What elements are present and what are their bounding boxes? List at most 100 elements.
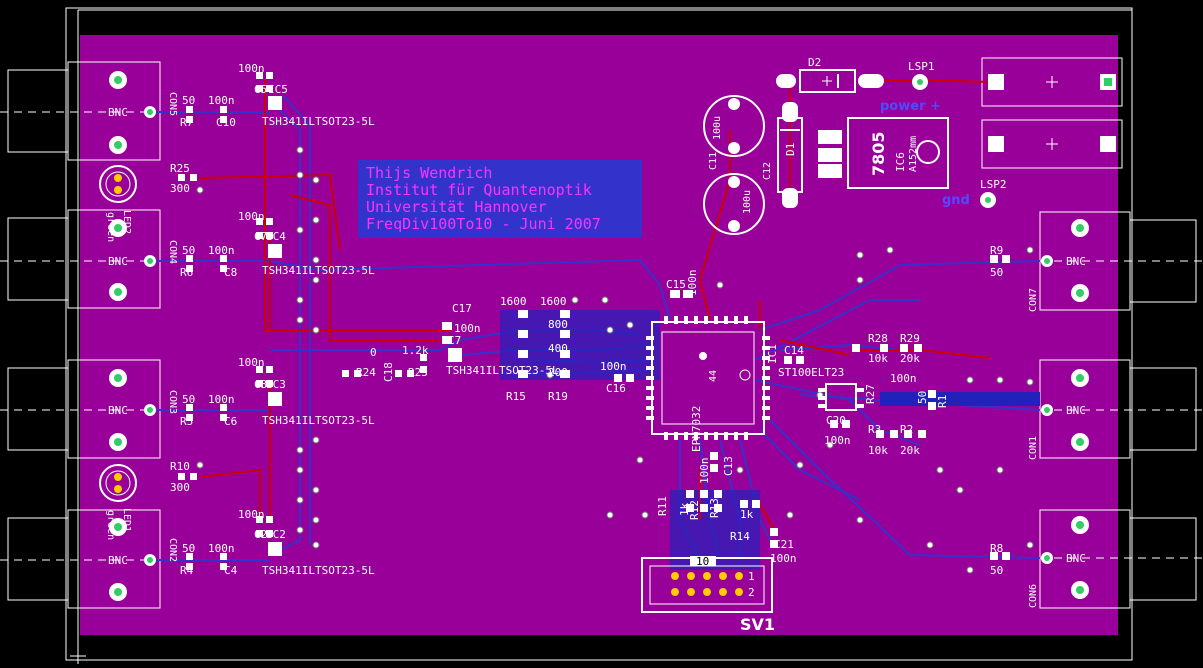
ch3-c3-label: C3 [254, 378, 267, 391]
title-line-3: Universität Hannover [366, 198, 547, 216]
d2-label: D2 [808, 56, 821, 69]
ch3-r-label: R5 [180, 415, 193, 428]
r10-label: R10 [170, 460, 190, 473]
bnc-label-con1: BNC [1066, 404, 1086, 417]
r1-value: 50 [916, 391, 929, 404]
led2-label: LED2 [121, 210, 132, 234]
power-connector-pads [988, 74, 1116, 152]
ch4-r-label: R6 [180, 266, 193, 279]
ch4-r-val: 50 [182, 244, 195, 257]
c13-value: 100n [698, 458, 711, 485]
c21-value: 100n [770, 552, 797, 565]
ch3-ic3-label: IC3 [266, 378, 286, 391]
ch2-c-top-val: 100n [238, 508, 265, 521]
bnc-label-con3: BNC [108, 404, 128, 417]
ch3-opamp-part: TSH341ILTSOT23-5L [262, 414, 375, 427]
ch2-opamp-part: TSH341ILTSOT23-5L [262, 564, 375, 577]
con2-label: CON2 [167, 538, 178, 562]
voltage-regulator [818, 117, 949, 189]
sv1-label: SV1 [740, 615, 775, 634]
bnc-footprints-left [109, 71, 156, 601]
con6-label: CON6 [1028, 584, 1039, 608]
r25-value: 300 [170, 182, 190, 195]
r25-pad-a [178, 174, 185, 181]
bnc-label-con6: BNC [1066, 552, 1086, 565]
corner-crosses [70, 648, 86, 664]
led1-footprint [99, 464, 137, 502]
con4-label: CON4 [167, 240, 178, 264]
ch5-c-label: C10 [216, 116, 236, 129]
c19-value: 100n [890, 372, 917, 385]
r8-value: 50 [990, 564, 1003, 577]
smd-pads-channel-5 [186, 72, 282, 123]
ic1-package [818, 383, 864, 411]
lsp1-label: LSP1 [908, 60, 935, 73]
r9-label: R9 [990, 244, 1003, 257]
r12-label: R12 [688, 500, 701, 520]
r10-pad-a [178, 473, 185, 480]
ic1-label: IC1 [766, 344, 779, 364]
r29-value: 20k [900, 352, 920, 365]
led1-color: green [105, 510, 116, 540]
smd-pads-middle [342, 290, 693, 382]
c18-label: C18 [382, 362, 395, 382]
r10-pad-b [190, 473, 197, 480]
electrolytic-capacitors [703, 95, 765, 235]
ch5-opamp-part: TSH341ILTSOT23-5L [262, 115, 375, 128]
vias [196, 146, 1034, 574]
smd-pads-bottom [686, 452, 778, 548]
ch3-c-val: 100n [208, 393, 235, 406]
c16-label: C16 [606, 382, 626, 395]
ch5-c-val: 100n [208, 94, 235, 107]
c15-value: 100n [686, 270, 699, 297]
regulator-label: 7805 [869, 131, 888, 176]
r1-label: R1 [936, 395, 949, 408]
r2-label: R2 [900, 423, 913, 436]
ic1-part: ST100ELT23 [778, 366, 844, 379]
r24-value: 0 [370, 346, 377, 359]
r10-value: 300 [170, 481, 190, 494]
c14-label: C14 [784, 344, 804, 357]
ch5-c-top-val: 100n [238, 62, 265, 75]
con7-label: CON7 [1028, 288, 1039, 312]
ch4-opamp-part: TSH341ILTSOT23-5L [262, 264, 375, 277]
r3-label: R3 [868, 423, 881, 436]
divider-r-800: 800 [548, 318, 568, 331]
c21-label: C21 [774, 538, 794, 551]
r14-value: 1k [740, 508, 754, 521]
title-line-2: Institut für Quantenoptik [366, 181, 592, 199]
c15-label: C15 [666, 278, 686, 291]
r23-label: R23 [408, 366, 428, 379]
c11-label: C11 [708, 152, 719, 170]
bnc-footprints-right [1041, 219, 1089, 599]
bnc-label-con2: BNC [108, 554, 128, 567]
smd-pads-channel-4 [186, 218, 282, 272]
bnc-label-con7: BNC [1066, 255, 1086, 268]
c12-label: C12 [762, 162, 773, 180]
divider-r-1600-a: 1600 [500, 295, 527, 308]
cpld-package [646, 316, 770, 440]
r25-pad-b [190, 174, 197, 181]
r14-label: R14 [730, 530, 750, 543]
smd-pads-right [784, 255, 1010, 560]
ch4-c-label2: C7 [254, 230, 267, 243]
con5-label: CON5 [167, 92, 178, 116]
ch2-c-val: 100n [208, 542, 235, 555]
bnc-center-lines [0, 111, 1203, 561]
ic6-label: IC6 [894, 152, 907, 172]
ch2-c2-label: C2 [254, 528, 267, 541]
divider-r-400: 400 [548, 342, 568, 355]
diode-d1 [777, 102, 803, 208]
cpld-label: EPM7032 [690, 406, 703, 452]
title-line-1: Thijs Wendrich [366, 164, 492, 182]
ch4-ic-label: IC4 [266, 230, 286, 243]
copper-bus-left [500, 310, 660, 380]
c7-mid-label: C7 [448, 334, 461, 347]
divider-r-1600-b: 1600 [540, 295, 567, 308]
electrolytic-pads [728, 98, 740, 232]
gnd-label: gnd [942, 193, 970, 208]
c17-label: C17 [452, 302, 472, 315]
r11-label: R11 [656, 496, 669, 516]
title-line-4: FreqDiv100To10 - Juni 2007 [366, 215, 601, 233]
